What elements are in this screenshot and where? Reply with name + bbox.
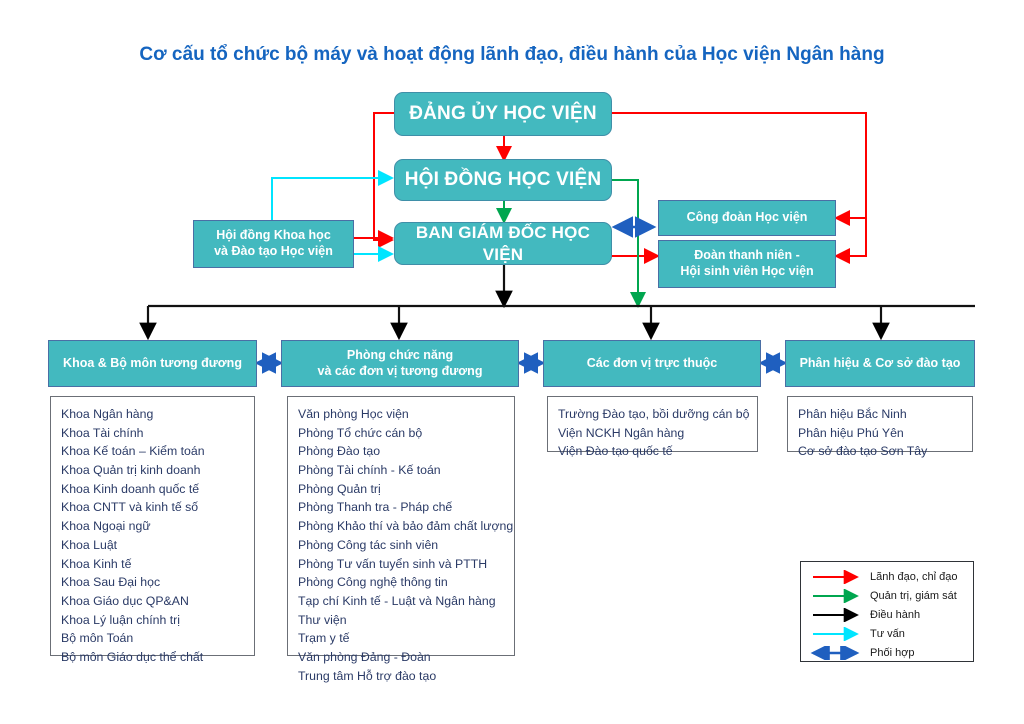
node-trade-union[interactable]: Công đoàn Học viện xyxy=(658,200,836,236)
list-item: Văn phòng Đảng - Đoàn xyxy=(298,649,431,664)
legend-label: Điều hành xyxy=(870,608,921,621)
list-item: Trung tâm Hỗ trợ đào tạo xyxy=(298,668,437,683)
list-item: Phòng Khảo thí và bảo đảm chất lượng xyxy=(298,519,514,534)
category-affiliated-units[interactable]: Các đơn vị trực thuộc xyxy=(543,340,761,387)
wire-party-to-tradeunion xyxy=(612,112,867,226)
legend-arrow-icon xyxy=(813,569,859,584)
legend-label: Phối hợp xyxy=(870,646,915,659)
node-board-label: BAN GIÁM ĐỐC HỌC VIỆN xyxy=(415,223,591,264)
list-item: Khoa Luật xyxy=(61,537,118,552)
list-item: Trường Đào tạo, bồi dưỡng cán bộ xyxy=(558,407,750,421)
list-item: Văn phòng Học viện xyxy=(298,407,409,421)
list-affiliated-units: Trường Đào tạo, bồi dưỡng cán bộ Viện NCK… xyxy=(547,396,758,458)
list-item: Khoa Ngân hàng xyxy=(61,407,154,421)
list-item: Phòng Công tác sinh viên xyxy=(298,537,439,552)
legend-row: Phối hợp xyxy=(807,643,967,662)
legend-row: Tư vấn xyxy=(807,624,967,643)
list-item: Khoa Kế toán – Kiểm toán xyxy=(61,444,205,459)
list-item: Phòng Tư vấn tuyển sinh và PTTH xyxy=(298,556,488,571)
list-item: Viện NCKH Ngân hàng xyxy=(558,425,685,440)
legend-arrow-icon xyxy=(813,607,859,622)
legend-row: Quản trị, giám sát xyxy=(807,586,967,605)
list-item: Bộ môn Giáo dục thể chất xyxy=(61,649,204,664)
list-item: Phòng Tài chính - Kế toán xyxy=(298,463,441,478)
wire-party-to-youthunion xyxy=(834,218,867,264)
list-item: Khoa CNTT và kinh tế số xyxy=(61,500,199,515)
list-item: Khoa Sau Đại học xyxy=(61,575,161,590)
list-item: Khoa Quản trị kinh doanh xyxy=(61,463,201,478)
legend-label: Quản trị, giám sát xyxy=(870,589,957,602)
node-party-committee-label: ĐẢNG ỦY HỌC VIỆN xyxy=(409,103,597,125)
node-youth-union[interactable]: Đoàn thanh niên -Hội sinh viên Học viện xyxy=(658,240,836,288)
category-faculties[interactable]: Khoa & Bộ môn tương đương xyxy=(48,340,257,387)
node-youth-union-label: Đoàn thanh niên -Hội sinh viên Học viện xyxy=(680,248,814,278)
list-item: Khoa Kinh doanh quốc tế xyxy=(61,481,200,496)
node-council[interactable]: HỘI ĐỒNG HỌC VIỆN xyxy=(394,159,612,201)
wire-council-to-trunk xyxy=(610,179,646,308)
node-council-label: HỘI ĐỒNG HỌC VIỆN xyxy=(404,169,602,191)
legend-arrow-icon xyxy=(813,588,859,603)
node-trade-union-label: Công đoàn Học viện xyxy=(686,210,808,225)
list-item: Tạp chí Kinh tế - Luật và Ngân hàng xyxy=(298,593,496,608)
node-party-committee[interactable]: ĐẢNG ỦY HỌC VIỆN xyxy=(394,92,612,136)
list-item: Khoa Tài chính xyxy=(61,425,144,440)
wire-science-to-council xyxy=(271,170,394,220)
legend-label: Lãnh đạo, chỉ đạo xyxy=(870,570,958,583)
legend-row: Điều hành xyxy=(807,605,967,624)
legend-arrow-icon xyxy=(810,645,860,660)
list-item: Thư viện xyxy=(298,612,347,627)
page-title: Cơ cấu tổ chức bộ máy và hoạt động lãnh … xyxy=(139,44,885,65)
list-item: Phòng Đào tạo xyxy=(298,444,381,459)
legend-row: Lãnh đạo, chỉ đạo xyxy=(807,567,967,586)
list-item: Viện Đào tạo quốc tế xyxy=(558,444,673,459)
category-campuses[interactable]: Phân hiệu & Cơ sở đào tạo xyxy=(785,340,975,387)
list-item: Phòng Công nghệ thông tin xyxy=(298,575,448,590)
legend-label: Tư vấn xyxy=(870,627,905,640)
list-item: Khoa Lý luận chính trị xyxy=(61,612,180,627)
list-item: Phòng Quản trị xyxy=(298,481,381,496)
list-item: Khoa Ngoại ngữ xyxy=(61,519,151,534)
list-item: Phân hiệu Bắc Ninh xyxy=(798,407,907,421)
list-item: Trạm y tế xyxy=(298,631,350,646)
category-campuses-label: Phân hiệu & Cơ sở đào tạo xyxy=(799,355,961,370)
list-item: Phân hiệu Phú Yên xyxy=(798,425,904,440)
list-item: Cơ sở đào tạo Sơn Tây xyxy=(798,444,928,459)
list-item: Phòng Tổ chức cán bộ xyxy=(298,425,423,440)
node-board-of-directors[interactable]: BAN GIÁM ĐỐC HỌC VIỆN xyxy=(394,222,612,265)
category-faculties-label: Khoa & Bộ môn tương đương xyxy=(63,355,242,370)
list-item: Bộ môn Toán xyxy=(61,631,134,646)
list-item: Phòng Thanh tra - Pháp chế xyxy=(298,500,453,515)
list-item: Khoa Kinh tế xyxy=(61,556,132,571)
wire-party-to-board xyxy=(373,112,394,248)
list-item: Khoa Giáo dục QP&AN xyxy=(61,593,189,608)
category-affiliated-label: Các đơn vị trực thuộc xyxy=(586,355,718,370)
legend-arrow-icon xyxy=(813,626,859,641)
